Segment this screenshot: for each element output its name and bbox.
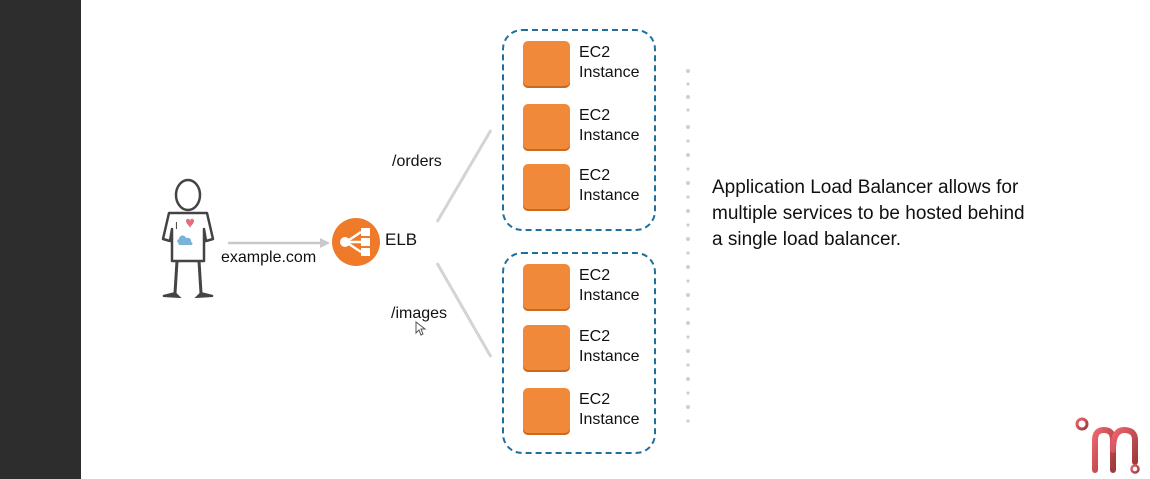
ec2-instance: EC2 Instance bbox=[523, 260, 651, 314]
ec2-instance-label: EC2 Instance bbox=[579, 107, 640, 144]
svg-text:I: I bbox=[175, 221, 178, 232]
ec2-instance-icon bbox=[523, 104, 570, 151]
description-line: multiple services to be hosted behind bbox=[712, 203, 1025, 224]
images-target-group: EC2 Instance EC2 Instance EC2 Instance bbox=[502, 252, 656, 454]
person-with-i-love-cloud-shirt-icon: I bbox=[161, 178, 215, 299]
load-balancer-icon bbox=[332, 218, 380, 266]
elb-to-orders-arrow bbox=[435, 129, 493, 223]
ec2-instance-label: EC2 Instance bbox=[579, 391, 640, 428]
ec2-instance-icon bbox=[523, 41, 570, 88]
left-dark-strip bbox=[0, 0, 81, 479]
description-text: Application Load Balancer allows for mul… bbox=[712, 175, 1092, 253]
ec2-instance-label: EC2 Instance bbox=[579, 328, 640, 365]
description-line: a single load balancer. bbox=[712, 229, 902, 250]
client-url-label: example.com bbox=[221, 249, 317, 266]
ec2-instance: EC2 Instance bbox=[523, 37, 651, 91]
mouse-cursor-icon bbox=[415, 321, 427, 336]
ec2-instance-icon bbox=[523, 388, 570, 435]
ec2-instance-icon bbox=[523, 325, 570, 372]
ec2-instance-icon bbox=[523, 164, 570, 211]
ec2-instance-label: EC2 Instance bbox=[579, 44, 640, 81]
route-images-label: /images bbox=[391, 305, 448, 322]
description-line: Application Load Balancer allows for bbox=[712, 177, 1019, 198]
ec2-instance-label: EC2 Instance bbox=[579, 267, 640, 304]
brand-logo-icon bbox=[1075, 417, 1140, 474]
ec2-instance-label: EC2 Instance bbox=[579, 167, 640, 204]
ec2-instance: EC2 Instance bbox=[523, 160, 651, 214]
elb-label: ELB bbox=[385, 230, 418, 249]
dotted-separator bbox=[686, 69, 690, 423]
orders-target-group: EC2 Instance EC2 Instance EC2 Instance bbox=[502, 29, 656, 231]
ec2-instance: EC2 Instance bbox=[523, 321, 651, 375]
ec2-instance: EC2 Instance bbox=[523, 100, 651, 154]
elb-to-images-arrow bbox=[435, 262, 493, 358]
ec2-instance: EC2 Instance bbox=[523, 384, 651, 438]
client-to-elb-arrowhead bbox=[320, 238, 330, 248]
ec2-instance-icon bbox=[523, 264, 570, 311]
route-orders-label: /orders bbox=[392, 153, 442, 170]
